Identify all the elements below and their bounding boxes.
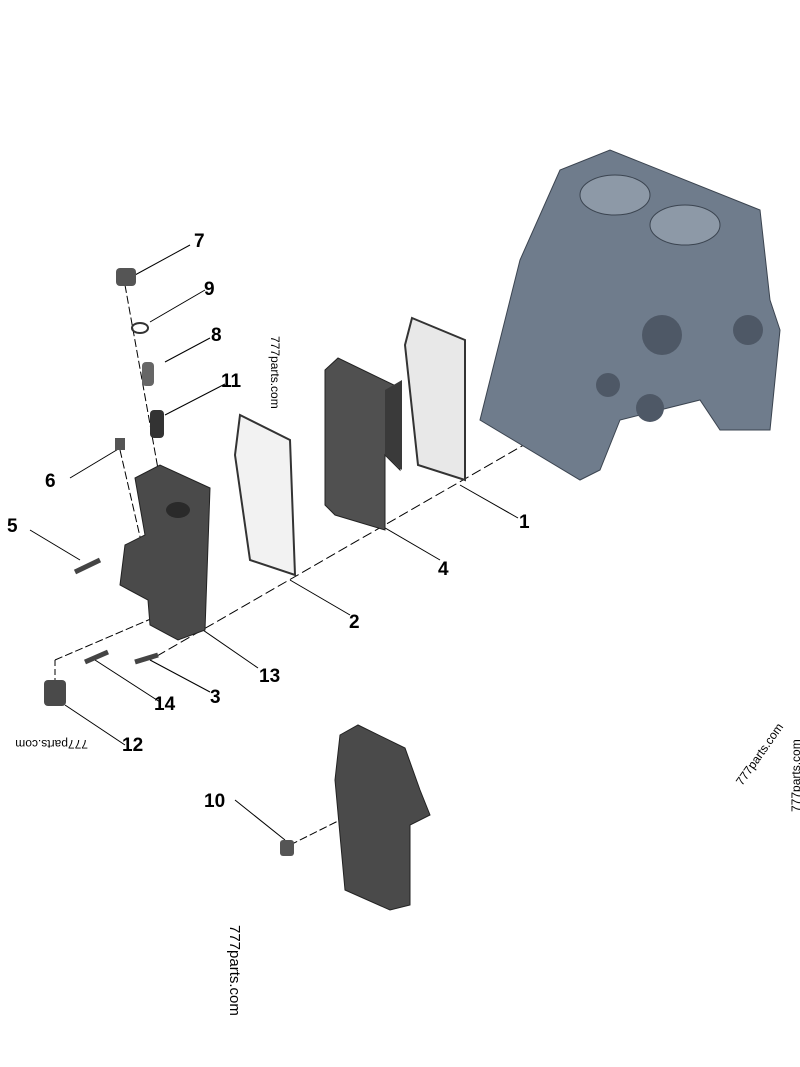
gasket-1 (403, 316, 466, 482)
callout-5[interactable]: 5 (7, 516, 18, 537)
part-9-o-ring (131, 322, 149, 334)
watermark: 777parts.com (789, 739, 800, 812)
watermark: 777parts.com (15, 737, 88, 751)
part-7-plug (116, 268, 136, 286)
callout-7[interactable]: 7 (194, 231, 205, 252)
watermark: 777parts.com (226, 925, 243, 1016)
part-10-plug (280, 840, 294, 856)
callout-13[interactable]: 13 (259, 666, 281, 687)
callout-14[interactable]: 14 (154, 694, 176, 715)
part-14-bolt (84, 649, 109, 665)
part-5-bolt (73, 557, 102, 575)
engine-block (479, 149, 781, 481)
callout-3[interactable]: 3 (210, 687, 221, 708)
oil-cooler-4 (324, 357, 402, 531)
callout-8[interactable]: 8 (211, 325, 222, 346)
part-6-plug (115, 438, 125, 450)
part-12-fitting (44, 680, 66, 706)
filter-head-13 (119, 464, 211, 641)
housing-rear-view (334, 724, 431, 911)
part-8-valve (142, 362, 154, 386)
part-11-valve (150, 410, 164, 438)
callout-9[interactable]: 9 (204, 279, 215, 300)
callout-12[interactable]: 12 (122, 735, 144, 756)
watermark: 777parts.com (268, 336, 282, 409)
callout-10[interactable]: 10 (204, 791, 226, 812)
callout-2[interactable]: 2 (349, 612, 360, 633)
callout-11[interactable]: 11 (221, 371, 242, 392)
gasket-2 (233, 413, 297, 577)
callout-1[interactable]: 1 (519, 512, 530, 533)
part-3-bolt (134, 652, 159, 665)
callout-6[interactable]: 6 (45, 471, 56, 492)
callout-4[interactable]: 4 (438, 559, 449, 580)
